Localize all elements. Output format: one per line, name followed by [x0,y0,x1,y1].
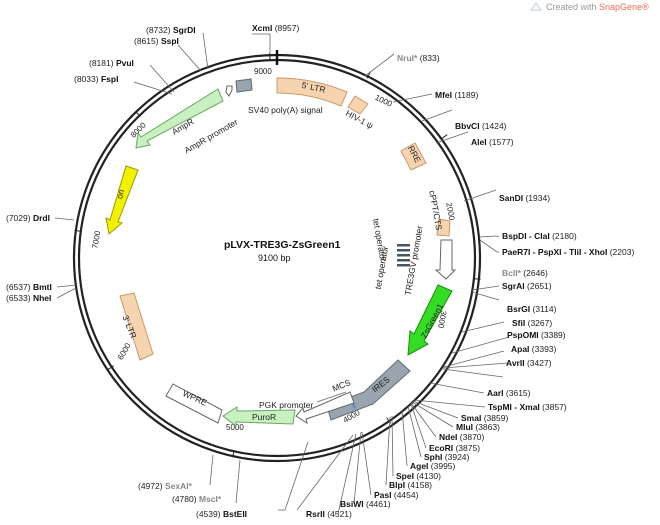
site-label[interactable]: BbvCI (1424) [455,121,507,131]
tick-label: 6000 [116,341,133,361]
feature-ampr-promoter[interactable] [225,85,233,97]
feature-label: ori [114,188,126,200]
feature-hiv-psi[interactable] [347,95,369,115]
feature-cppt-cts[interactable] [436,218,451,237]
tick-mark [107,365,114,371]
site-label[interactable]: (8181) PvuI [89,58,134,68]
tick-mark [366,71,371,79]
site-label[interactable]: (8732) SgrDI [146,25,196,35]
site-label[interactable]: AvrII (3427) [506,358,552,368]
tick-mark [135,111,141,117]
site-label[interactable]: PaeR7I - PspXI - TliI - XhoI (2203) [502,247,634,257]
tick-mark [232,450,235,458]
site-label[interactable]: NdeI (3870) [439,432,485,442]
tick-label: 5000 [226,423,244,432]
feature-ori[interactable] [105,165,139,235]
site-label[interactable]: (7029) DrdI [6,213,50,223]
site-label[interactable]: (6537) BmtI [6,282,52,292]
tick-mark [473,278,481,280]
feature-wpre[interactable] [165,383,223,424]
tick-mark [441,134,448,140]
tick-label: 9000 [254,67,272,76]
site-label[interactable]: SphI (3924) [424,452,470,462]
site-label[interactable]: BspDI - ClaI (2180) [502,231,577,241]
svg-text:Created with SnapGene®: Created with SnapGene® [546,2,649,12]
credit-brand: SnapGene® [599,2,649,12]
site-label[interactable]: XcmI (8957) [252,23,299,33]
feature-label: cPPT/CTS [427,190,444,232]
feature-label: tet operator [373,245,390,290]
feature-3-ltr[interactable] [119,292,154,361]
site-label[interactable]: SanDI (1934) [499,193,550,203]
snapgene-logo-icon [529,1,543,11]
site-label[interactable]: BlpI (4158) [389,480,432,490]
site-label[interactable]: AarI (3615) [487,388,531,398]
feature-label: 5' LTR [301,80,327,95]
feature-group: 5' LTR HIV-1 ψ RRE cPPT/CTS tet operator… [105,77,457,428]
feature-label: MCS [331,377,353,393]
site-label[interactable]: NruI* (833) [397,53,440,63]
tick-mark [74,229,82,232]
site-label[interactable]: MluI (3863) [456,422,500,432]
feature-tre3gv-promoter[interactable] [434,239,457,280]
site-label[interactable]: (6533) NheI [6,293,51,303]
site-label[interactable]: AgeI (3995) [410,461,456,471]
site-label[interactable]: TspMI - XmaI (3857) [488,402,567,412]
site-label[interactable]: BclI* (2646) [502,268,548,278]
site-label[interactable]: (4780) MscI* [172,494,222,504]
site-label[interactable]: SpeI (4130) [396,471,441,481]
site-label[interactable]: BsrGI (3114) [507,304,557,314]
plasmid-name: pLVX-TRE3G-ZsGreen1 [224,239,341,251]
site-label[interactable]: SfiI (3267) [512,318,552,328]
feature-mcs[interactable] [316,391,347,403]
site-label[interactable]: SmaI (3859) [461,413,508,423]
feature-label: SV40 poly(A) signal [248,105,323,115]
tet-operator-array[interactable] [397,244,410,267]
site-label[interactable]: BsiWI (4461) [340,499,391,509]
site-label[interactable]: RsrII (4521) [306,509,352,519]
site-labels: XcmI (8957) NruI* (833) MfeI (1189) BbvC… [6,23,634,519]
site-label[interactable]: ApaI (3393) [511,344,557,354]
site-label[interactable]: PasI (4454) [374,490,419,500]
site-label[interactable]: (4539) BstEII [196,509,247,519]
feature-zsgreen1[interactable] [407,284,453,356]
plasmid-size: 9100 bp [258,253,291,263]
feature-5-ltr[interactable] [276,77,348,107]
feature-ampr[interactable] [135,88,224,149]
feature-puror[interactable] [222,406,296,428]
feature-label: PuroR [252,412,276,422]
site-label[interactable]: PspOMI (3389) [507,330,566,340]
feature-rre[interactable] [400,142,427,171]
site-label[interactable]: (4972) SexAI* [138,481,193,491]
snapgene-credit: Created with SnapGene® [529,1,649,12]
site-label[interactable]: AleI (1577) [471,137,514,147]
feature-label: PGK promoter [259,400,313,410]
feature-sv40-polya[interactable] [235,78,253,93]
tick-label: 7000 [90,230,102,250]
feature-pgk-promoter[interactable] [295,391,355,425]
site-leaders [54,32,510,515]
site-label[interactable]: MfeI (1189) [435,90,478,100]
credit-text: Created with [546,2,599,12]
tick-label: 2000 [444,202,456,222]
site-label[interactable]: SgrAI (2651) [502,281,552,291]
site-label[interactable]: EcoRI (3875) [429,443,480,453]
site-label[interactable]: (8615) SspI [134,36,179,46]
site-label[interactable]: (8033) FspI [74,74,118,84]
